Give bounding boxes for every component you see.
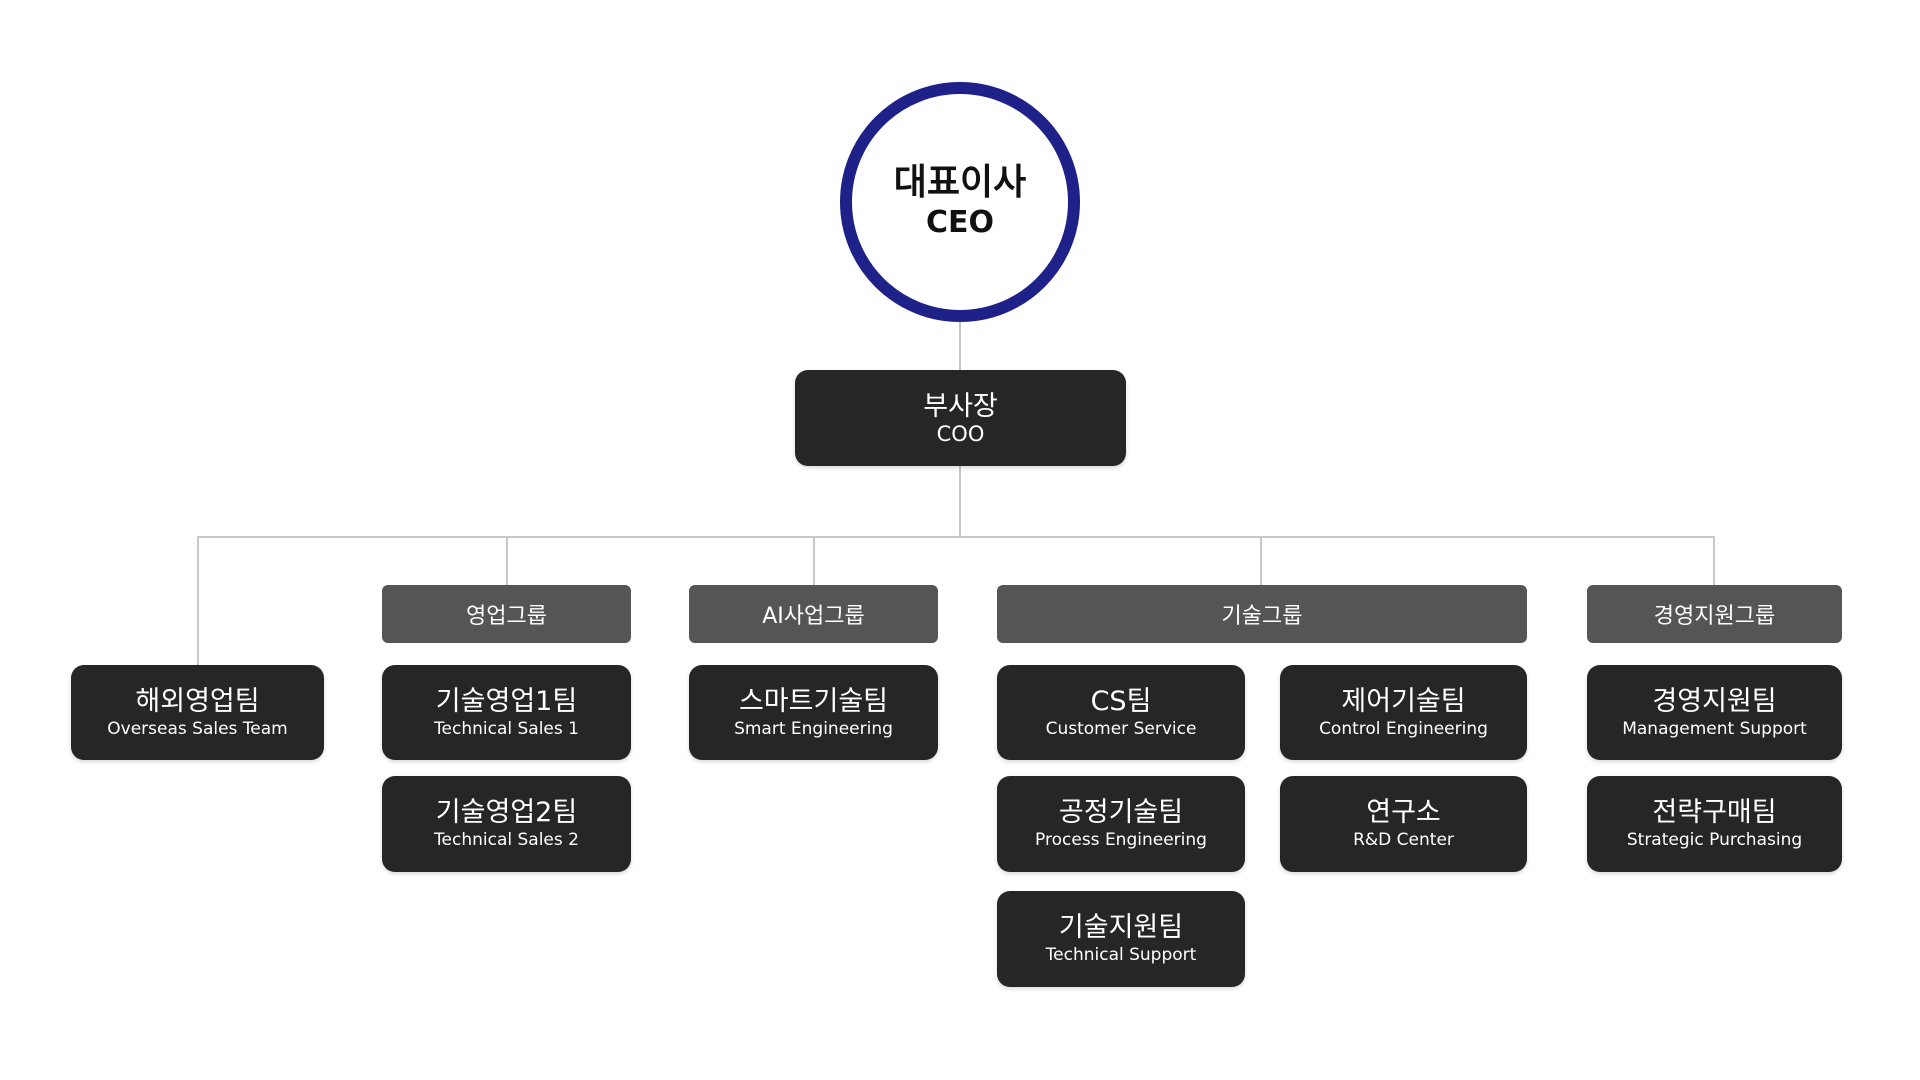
group-tech: 기술그룹 <box>997 585 1527 643</box>
team-name-ko: 해외영업팀 <box>135 685 260 717</box>
team-name-en: Control Engineering <box>1319 718 1488 739</box>
connector-sales <box>506 536 508 585</box>
group-sales: 영업그룹 <box>382 585 631 643</box>
team-technical-sales-1: 기술영업1팀 Technical Sales 1 <box>382 665 631 760</box>
group-ai: AI사업그룹 <box>689 585 938 643</box>
coo-title-ko: 부사장 <box>923 391 998 422</box>
team-strategic-purchasing: 전략구매팀 Strategic Purchasing <box>1587 776 1842 872</box>
team-technical-support: 기술지원팀 Technical Support <box>997 891 1245 987</box>
team-name-ko: 연구소 <box>1366 797 1441 828</box>
team-name-ko: CS팀 <box>1090 685 1152 717</box>
team-technical-sales-2: 기술영업2팀 Technical Sales 2 <box>382 776 631 872</box>
team-control-engineering: 제어기술팀 Control Engineering <box>1280 665 1527 760</box>
team-name-en: Technical Sales 1 <box>434 718 579 739</box>
ceo-title-ko: 대표이사 <box>893 162 1027 203</box>
team-name-en: Management Support <box>1622 718 1807 739</box>
coo-title-en: COO <box>936 422 985 446</box>
team-name-en: Technical Sales 2 <box>434 830 579 850</box>
connector-horizontal-bus <box>197 536 1715 538</box>
coo-node: 부사장 COO <box>795 370 1126 466</box>
connector-mgmt <box>1713 536 1715 585</box>
team-name-en: Strategic Purchasing <box>1626 830 1803 850</box>
team-name-en: Smart Engineering <box>734 718 893 739</box>
ceo-node: 대표이사 CEO <box>840 82 1080 322</box>
team-name-ko: 스마트기술팀 <box>738 685 889 717</box>
team-name-ko: 공정기술팀 <box>1058 797 1184 828</box>
team-name-en: Process Engineering <box>1035 830 1207 850</box>
connector-coo-bus <box>959 466 961 537</box>
connector-ceo-coo <box>959 322 961 370</box>
team-name-en: R&D Center <box>1353 830 1454 850</box>
team-process-engineering: 공정기술팀 Process Engineering <box>997 776 1245 872</box>
ceo-title-en: CEO <box>925 205 994 240</box>
team-name-ko: 경영지원팀 <box>1652 685 1777 717</box>
team-rnd-center: 연구소 R&D Center <box>1280 776 1527 872</box>
connector-ai <box>813 536 815 585</box>
team-name-en: Technical Support <box>1045 945 1197 965</box>
team-name-ko: 전략구매팀 <box>1652 797 1777 828</box>
group-mgmt: 경영지원그룹 <box>1587 585 1842 643</box>
team-name-en: Overseas Sales Team <box>107 718 288 739</box>
team-smart-engineering: 스마트기술팀 Smart Engineering <box>689 665 938 760</box>
connector-tech <box>1260 536 1262 585</box>
team-overseas-sales: 해외영업팀 Overseas Sales Team <box>71 665 324 760</box>
connector-overseas <box>197 536 199 665</box>
team-customer-service: CS팀 Customer Service <box>997 665 1245 760</box>
team-name-en: Customer Service <box>1045 718 1197 739</box>
team-name-ko: 기술영업2팀 <box>435 797 578 828</box>
team-name-ko: 제어기술팀 <box>1341 685 1466 717</box>
team-management-support: 경영지원팀 Management Support <box>1587 665 1842 760</box>
team-name-ko: 기술지원팀 <box>1058 912 1184 943</box>
team-name-ko: 기술영업1팀 <box>435 685 578 717</box>
